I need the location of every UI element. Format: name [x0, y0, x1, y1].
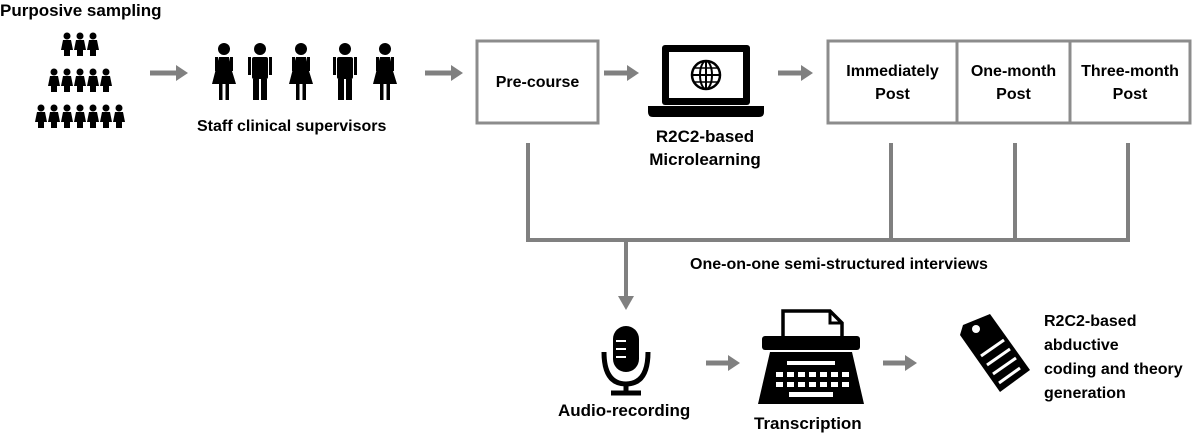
post-one-month-line1: One-month	[970, 63, 1057, 80]
arrow-sampling-to-staff	[150, 65, 188, 81]
precourse-label: Pre-course	[495, 74, 580, 91]
sampling-title: Purposive sampling	[0, 1, 162, 20]
arrow-transcription-to-coding	[883, 355, 917, 371]
laptop-globe-icon	[648, 45, 764, 117]
microphone-icon	[601, 326, 651, 396]
coding-label-line4: generation	[1044, 385, 1126, 402]
post-three-month-line1: Three-month	[1081, 63, 1179, 80]
interview-bracket	[526, 143, 1130, 296]
coding-label-line2: abductive	[1044, 337, 1119, 354]
precourse-box	[475, 39, 600, 125]
staff-figures-icon	[212, 43, 397, 100]
coding-label-line1: R2C2-based	[1044, 313, 1137, 330]
typewriter-icon	[758, 309, 864, 404]
tag-icon	[960, 314, 1030, 392]
post-immediately-line1: Immediately	[846, 63, 939, 80]
arrow-staff-to-precourse	[425, 65, 463, 81]
post-one-month-line2: Post	[996, 86, 1031, 103]
post-three-month-line2: Post	[1112, 86, 1148, 103]
arrow-audio-to-transcription	[706, 355, 740, 371]
arrow-down-to-audio	[618, 296, 634, 310]
post-boxes	[826, 39, 1192, 125]
intervention-label-line1: R2C2-based	[655, 127, 755, 146]
post-immediately-line2: Post	[875, 86, 910, 103]
intervention-label-line2: Microlearning	[649, 150, 761, 169]
transcription-label: Transcription	[754, 414, 862, 433]
audio-label: Audio-recording	[558, 401, 691, 420]
crowd-icon	[35, 32, 125, 128]
coding-label-line3: coding and theory	[1044, 361, 1183, 378]
participants-label: Staff clinical supervisors	[197, 118, 387, 135]
interviews-label: One-on-one semi-structured interviews	[690, 256, 988, 273]
arrow-precourse-to-microlearning	[604, 65, 639, 81]
arrow-microlearning-to-post	[778, 65, 813, 81]
